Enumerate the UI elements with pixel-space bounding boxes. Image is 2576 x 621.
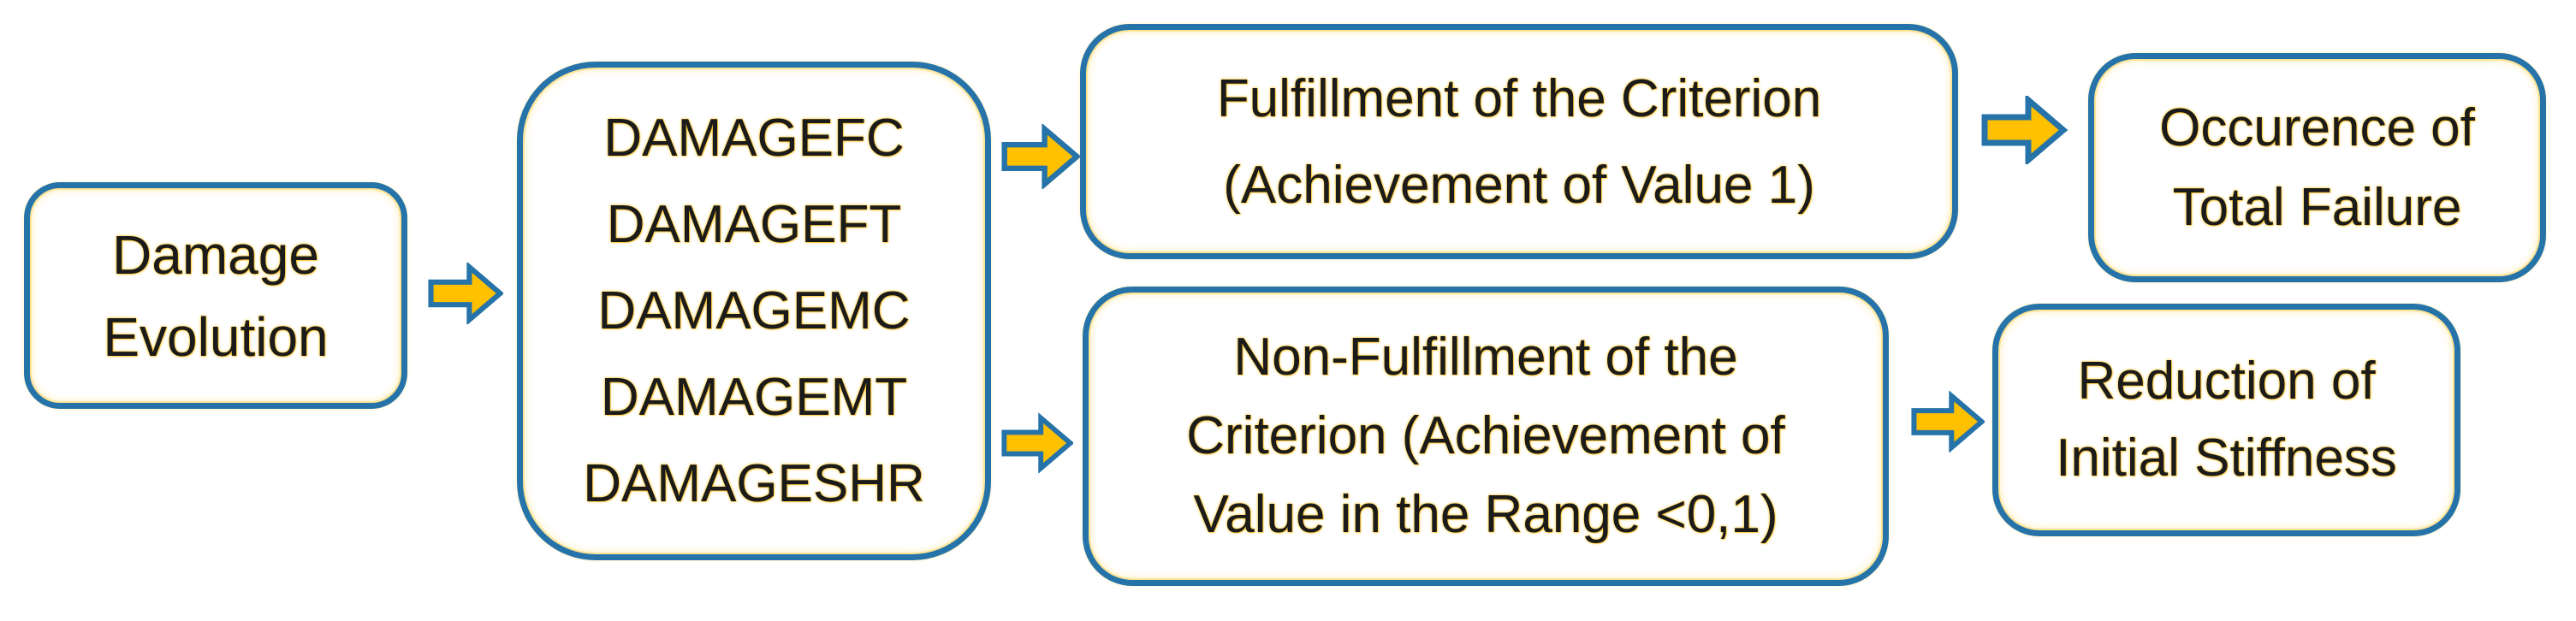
node-total-failure: Occurence of Total Failure	[2088, 53, 2546, 282]
node-text-line: Total Failure	[2172, 178, 2462, 237]
node-text-line: Non-Fulfillment of the	[1233, 328, 1738, 387]
node-text-line: Fulfillment of the Criterion	[1216, 68, 1822, 128]
node-text-line: DAMAGEFT	[606, 195, 902, 254]
node-text-line: DAMAGEMC	[597, 281, 911, 340]
arrow-fulfillment-to-failure-icon	[1979, 96, 2069, 164]
node-non-fulfillment-criterion: Non-Fulfillment of the Criterion (Achiev…	[1083, 287, 1889, 586]
node-text-line: Reduction of	[2077, 352, 2376, 411]
arrow-evolution-to-variables-icon	[428, 263, 503, 324]
node-text-line: DAMAGEFC	[603, 109, 905, 168]
node-fulfillment-criterion: Fulfillment of the Criterion (Achievemen…	[1080, 24, 1958, 259]
node-text-line: Criterion (Achievement of	[1186, 406, 1785, 465]
node-damage-variables: DAMAGEFC DAMAGEFT DAMAGEMC DAMAGEMT DAMA…	[517, 62, 991, 560]
node-damage-evolution: Damage Evolution	[24, 182, 407, 409]
node-text-line: Value in the Range <0,1)	[1193, 485, 1778, 544]
node-text-line: Occurence of	[2159, 98, 2475, 157]
node-stiffness-reduction: Reduction of Initial Stiffness	[1992, 304, 2460, 536]
node-text-line: DAMAGESHR	[583, 454, 925, 513]
arrow-variables-to-nonfulfillment-icon	[1001, 412, 1073, 474]
node-text-line: Evolution	[103, 305, 329, 368]
node-text-line: Initial Stiffness	[2056, 429, 2397, 488]
node-text-line: DAMAGEMT	[600, 368, 908, 427]
node-text-line: Damage	[112, 223, 319, 286]
arrow-variables-to-fulfillment-icon	[1001, 124, 1080, 189]
node-text-line: (Achievement of Value 1)	[1223, 155, 1815, 215]
arrow-nonfulfillment-to-stiffness-icon	[1911, 391, 1985, 452]
